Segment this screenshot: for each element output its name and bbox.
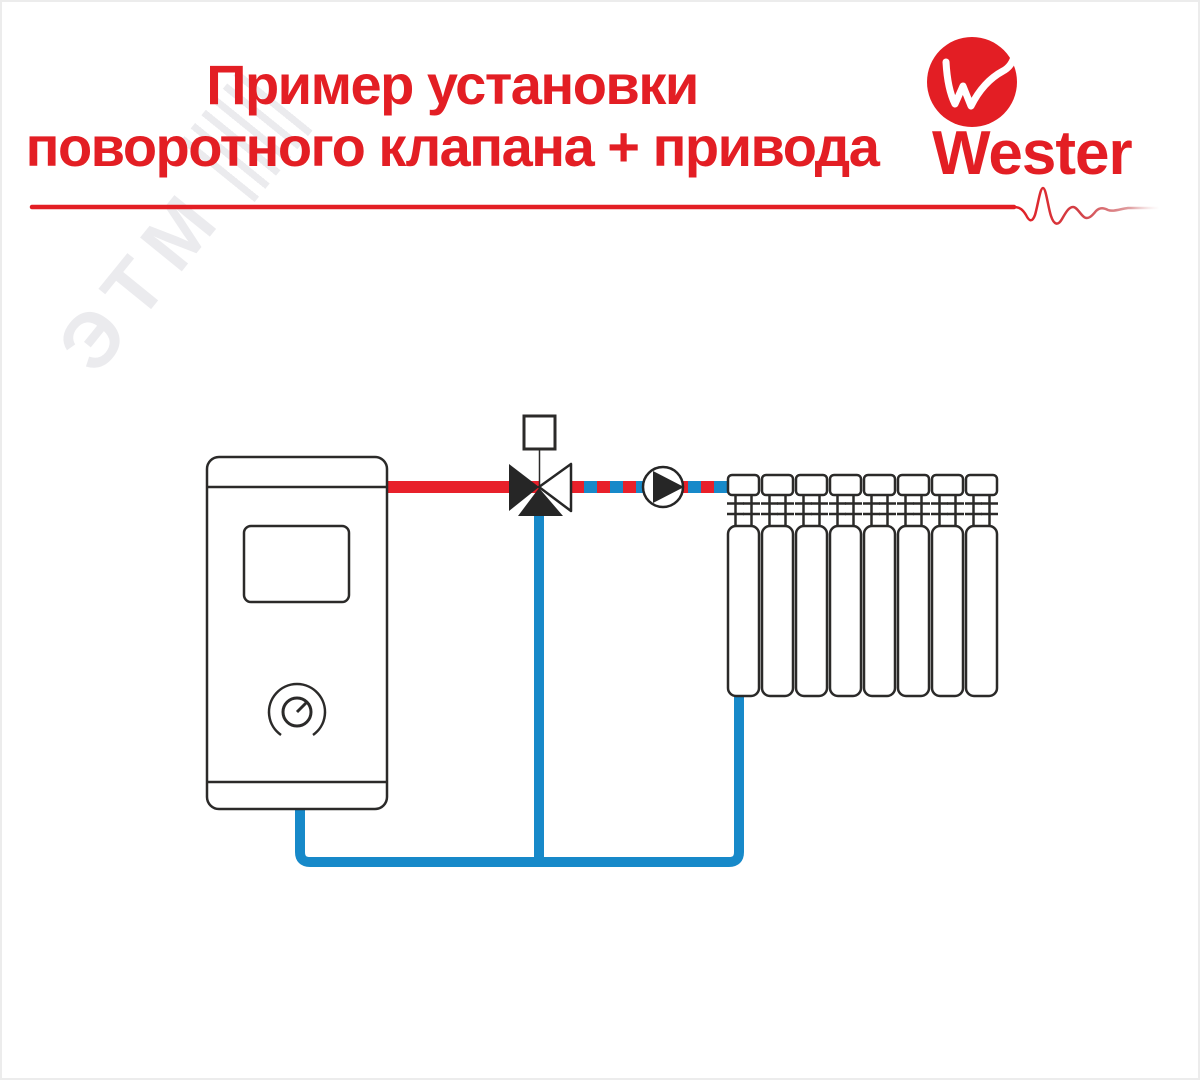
radiator-header bbox=[896, 473, 931, 497]
radiator-section bbox=[896, 473, 931, 698]
radiator-column bbox=[760, 524, 795, 698]
title-line-1: Пример установки bbox=[206, 53, 699, 116]
radiator-column bbox=[862, 524, 897, 698]
radiator-header bbox=[760, 473, 795, 497]
radiator-section bbox=[930, 473, 965, 698]
supply-pipe-red bbox=[386, 481, 539, 493]
radiator-header bbox=[862, 473, 897, 497]
return-pipe-blue bbox=[295, 694, 744, 867]
logo-wave-icon bbox=[942, 50, 1019, 110]
radiator-section bbox=[964, 473, 999, 698]
radiator-header bbox=[794, 473, 829, 497]
title-line-2: поворотного клапана + привода bbox=[25, 115, 880, 178]
radiator-column bbox=[896, 524, 931, 698]
logo-circle bbox=[927, 37, 1017, 127]
three-way-valve bbox=[509, 414, 573, 516]
radiator-column bbox=[930, 524, 965, 698]
divider-heartbeat-icon bbox=[1012, 186, 1160, 225]
radiator-column bbox=[828, 524, 863, 698]
page-title: Пример установки поворотного клапана + п… bbox=[2, 54, 902, 178]
radiator-column bbox=[964, 524, 999, 698]
heating-diagram bbox=[205, 414, 999, 867]
radiator-section bbox=[726, 473, 761, 698]
radiator-column bbox=[794, 524, 829, 698]
valve-right-port-icon bbox=[537, 462, 573, 513]
valve-bottom-port-icon bbox=[518, 488, 563, 516]
valve-actuator bbox=[522, 414, 557, 451]
valve-left-port-icon bbox=[509, 464, 539, 511]
boiler bbox=[205, 455, 389, 811]
radiator-header bbox=[726, 473, 761, 497]
boiler-body bbox=[205, 455, 389, 811]
wester-logo-icon bbox=[927, 37, 1019, 127]
radiator bbox=[726, 473, 999, 698]
radiator-column bbox=[726, 524, 761, 698]
radiator-section bbox=[794, 473, 829, 698]
boiler-display bbox=[242, 524, 351, 604]
radiator-section bbox=[862, 473, 897, 698]
radiator-header bbox=[828, 473, 863, 497]
radiator-section bbox=[828, 473, 863, 698]
boiler-knob-ring-icon bbox=[267, 682, 327, 737]
logo-brand-text: Wester bbox=[932, 119, 1133, 188]
radiator-header bbox=[930, 473, 965, 497]
boiler-knob-pointer bbox=[295, 700, 309, 714]
pump-rotor-icon bbox=[653, 471, 684, 503]
radiator-section bbox=[760, 473, 795, 698]
radiator-header bbox=[964, 473, 999, 497]
divider-line bbox=[29, 186, 1160, 225]
circulation-pump bbox=[641, 465, 685, 509]
